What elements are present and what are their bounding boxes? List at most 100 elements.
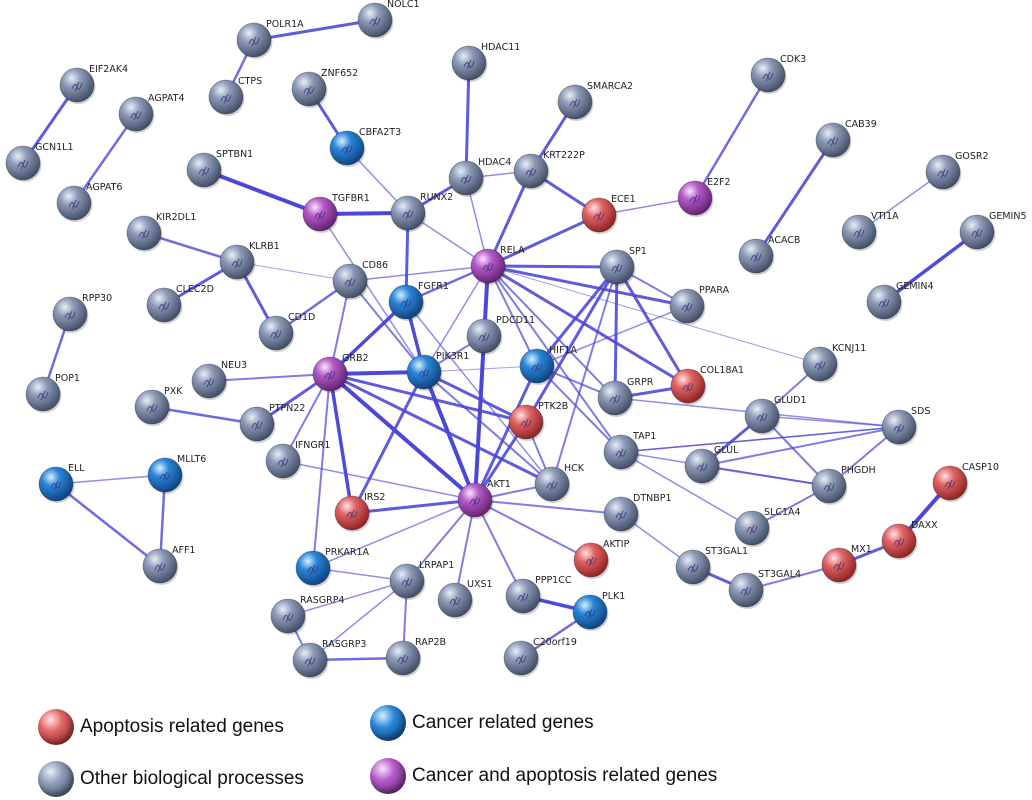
- node-label: KRT222P: [543, 150, 585, 161]
- node-glul[interactable]: GLUL: [684, 445, 739, 485]
- protein-structure-icon: [531, 362, 543, 373]
- node-tgfbr1[interactable]: TGFBR1: [302, 193, 370, 233]
- node-dtnbp1[interactable]: DTNBP1: [603, 493, 672, 533]
- node-agpat6[interactable]: AGPAT6: [56, 182, 122, 222]
- node-casp10[interactable]: CASP10: [932, 462, 999, 502]
- node-gcn1l1[interactable]: GCN1L1: [5, 142, 73, 182]
- node-ctps[interactable]: CTPS: [208, 76, 262, 116]
- edge-HDAC11-HDAC4: [464, 61, 471, 180]
- node-grpr[interactable]: GRPR: [597, 377, 654, 417]
- node-acacb[interactable]: ACACB: [738, 235, 800, 275]
- node-kir2dl1[interactable]: KIR2DL1: [126, 212, 196, 252]
- node-daxx[interactable]: DAXX: [881, 520, 938, 560]
- node-gosr2[interactable]: GOSR2: [925, 151, 989, 191]
- node-akt1[interactable]: AKT1: [457, 479, 511, 519]
- protein-structure-icon: [584, 608, 596, 619]
- node-ppara[interactable]: PPARA: [669, 285, 730, 325]
- node-hdac4[interactable]: HDAC4: [448, 157, 511, 197]
- node-cd1d[interactable]: CD1D: [258, 312, 315, 352]
- node-pik3r1[interactable]: PIK3R1: [406, 351, 469, 391]
- edge-CAB39-ACACB: [754, 138, 835, 258]
- node-znf652[interactable]: ZNF652: [291, 68, 358, 108]
- node-sphere-icon: [744, 398, 780, 434]
- node-phgdh[interactable]: PHGDH: [811, 465, 876, 505]
- node-cbfa2t3[interactable]: CBFA2T3: [329, 127, 401, 167]
- node-pdcd11[interactable]: PDCD11: [466, 315, 535, 355]
- node-aktip[interactable]: AKTIP: [573, 539, 630, 579]
- node-st3gal1[interactable]: ST3GAL1: [675, 546, 748, 586]
- node-polr1a[interactable]: POLR1A: [236, 19, 304, 59]
- node-rela[interactable]: RELA: [470, 245, 525, 285]
- node-rpp30[interactable]: RPP30: [52, 293, 112, 333]
- node-prkar1a[interactable]: PRKAR1A: [295, 547, 370, 587]
- node-smarca2[interactable]: SMARCA2: [557, 81, 633, 121]
- node-vti1a[interactable]: VTI1A: [841, 211, 899, 251]
- node-kcnj11[interactable]: KCNJ11: [802, 343, 866, 383]
- node-irs2[interactable]: IRS2: [334, 492, 385, 532]
- node-tap1[interactable]: TAP1: [603, 431, 656, 471]
- node-hif1a[interactable]: HIF1A: [519, 345, 577, 385]
- node-sptbn1[interactable]: SPTBN1: [186, 149, 253, 189]
- node-aff1[interactable]: AFF1: [142, 545, 195, 585]
- protein-structure-icon: [17, 159, 29, 170]
- node-neu3[interactable]: NEU3: [191, 360, 247, 400]
- protein-structure-icon: [307, 564, 319, 575]
- node-cdk3[interactable]: CDK3: [750, 54, 806, 94]
- node-col18a1[interactable]: COL18A1: [670, 365, 744, 405]
- node-e2f2[interactable]: E2F2: [677, 177, 731, 217]
- node-st3gal4[interactable]: ST3GAL4: [728, 569, 801, 609]
- node-klrb1[interactable]: KLRB1: [219, 241, 280, 281]
- node-mx1[interactable]: MX1: [821, 544, 872, 584]
- node-sphere-icon: [390, 195, 426, 231]
- node-label: ACACB: [768, 235, 800, 246]
- protein-structure-icon: [400, 298, 412, 309]
- node-sphere-icon: [332, 263, 368, 299]
- node-c20orf19[interactable]: C20orf19: [503, 637, 577, 677]
- node-ppp1cc[interactable]: PPP1CC: [505, 575, 572, 615]
- node-sphere-icon: [38, 466, 74, 502]
- protein-structure-icon: [482, 262, 494, 273]
- protein-structure-icon: [682, 382, 694, 393]
- node-hck[interactable]: HCK: [534, 463, 585, 503]
- node-label: CAB39: [845, 119, 877, 130]
- node-clec2d[interactable]: CLEC2D: [146, 284, 214, 324]
- node-ifngr1[interactable]: IFNGR1: [265, 440, 330, 480]
- node-ell[interactable]: ELL: [38, 463, 85, 503]
- node-runx2[interactable]: RUNX2: [390, 192, 453, 232]
- node-gemin5[interactable]: GEMIN5: [959, 211, 1027, 251]
- node-sphere-icon: [406, 354, 442, 390]
- node-label: DAXX: [911, 520, 938, 531]
- node-agpat4[interactable]: AGPAT4: [118, 93, 184, 133]
- node-sp1[interactable]: SP1: [599, 246, 647, 286]
- node-sphere-icon: [302, 196, 338, 232]
- node-slc1a4[interactable]: SLC1A4: [734, 507, 801, 547]
- node-nolc1[interactable]: NOLC1: [357, 0, 420, 39]
- node-fgfr1[interactable]: FGFR1: [388, 281, 449, 321]
- node-pop1[interactable]: POP1: [25, 373, 80, 413]
- protein-structure-icon: [546, 480, 558, 491]
- node-ptk2b[interactable]: PTK2B: [508, 401, 568, 441]
- node-sphere-icon: [118, 96, 154, 132]
- node-grb2[interactable]: GRB2: [312, 353, 369, 393]
- node-rasgrp4[interactable]: RASGRP4: [270, 595, 344, 635]
- node-cab39[interactable]: CAB39: [815, 119, 877, 159]
- node-pxk[interactable]: PXK: [134, 386, 183, 426]
- node-ptpn22[interactable]: PTPN22: [239, 403, 305, 443]
- node-mllt6[interactable]: MLLT6: [147, 454, 206, 494]
- node-rasgrp3[interactable]: RASGRP3: [292, 639, 366, 679]
- node-hdac11[interactable]: HDAC11: [451, 42, 520, 82]
- node-eif2ak4[interactable]: EIF2AK4: [59, 64, 128, 104]
- edge-POLR1A-NOLC1: [252, 18, 377, 42]
- node-ece1[interactable]: ECE1: [581, 194, 636, 234]
- node-uxs1[interactable]: UXS1: [437, 579, 493, 619]
- node-label: GEMIN5: [989, 211, 1027, 222]
- node-krt222p[interactable]: KRT222P: [513, 150, 585, 190]
- node-lrpap1[interactable]: LRPAP1: [389, 560, 454, 600]
- node-gemin4[interactable]: GEMIN4: [866, 281, 934, 321]
- node-sphere-icon: [821, 547, 857, 583]
- node-cd86[interactable]: CD86: [332, 260, 388, 300]
- node-plk1[interactable]: PLK1: [572, 591, 625, 631]
- node-rap2b[interactable]: RAP2B: [385, 637, 446, 677]
- node-sds[interactable]: SDS: [881, 406, 930, 446]
- node-glud1[interactable]: GLUD1: [744, 395, 807, 435]
